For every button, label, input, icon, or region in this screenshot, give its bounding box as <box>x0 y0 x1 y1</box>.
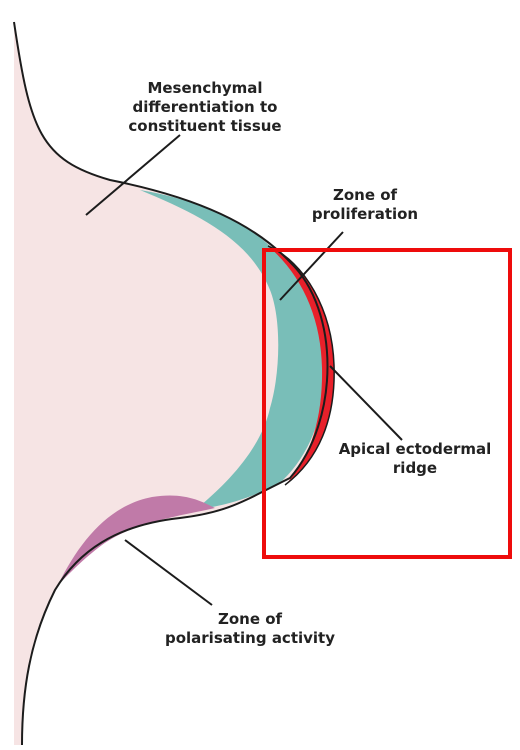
zpa-label-line-1: Zone of <box>155 610 345 629</box>
aer-leader-line <box>330 366 402 440</box>
zpa-label-line-2: polarisating activity <box>155 629 345 648</box>
aer-label: Apical ectodermal ridge <box>330 440 500 478</box>
mesenchymal-label-line-2: differentiation to <box>110 98 300 117</box>
mesenchymal-label-line-3: constituent tissue <box>110 117 300 136</box>
zpa-label: Zone of polarisating activity <box>155 610 345 648</box>
proliferation-label-line-1: Zone of <box>290 186 440 205</box>
aer-label-line-2: ridge <box>330 459 500 478</box>
aer-label-line-1: Apical ectodermal <box>330 440 500 459</box>
mesenchymal-label-line-1: Mesenchymal <box>110 79 300 98</box>
proliferation-label-line-2: proliferation <box>290 205 440 224</box>
proliferation-label: Zone of proliferation <box>290 186 440 224</box>
zpa-leader-line <box>125 540 212 605</box>
mesenchymal-label: Mesenchymal differentiation to constitue… <box>110 79 300 136</box>
